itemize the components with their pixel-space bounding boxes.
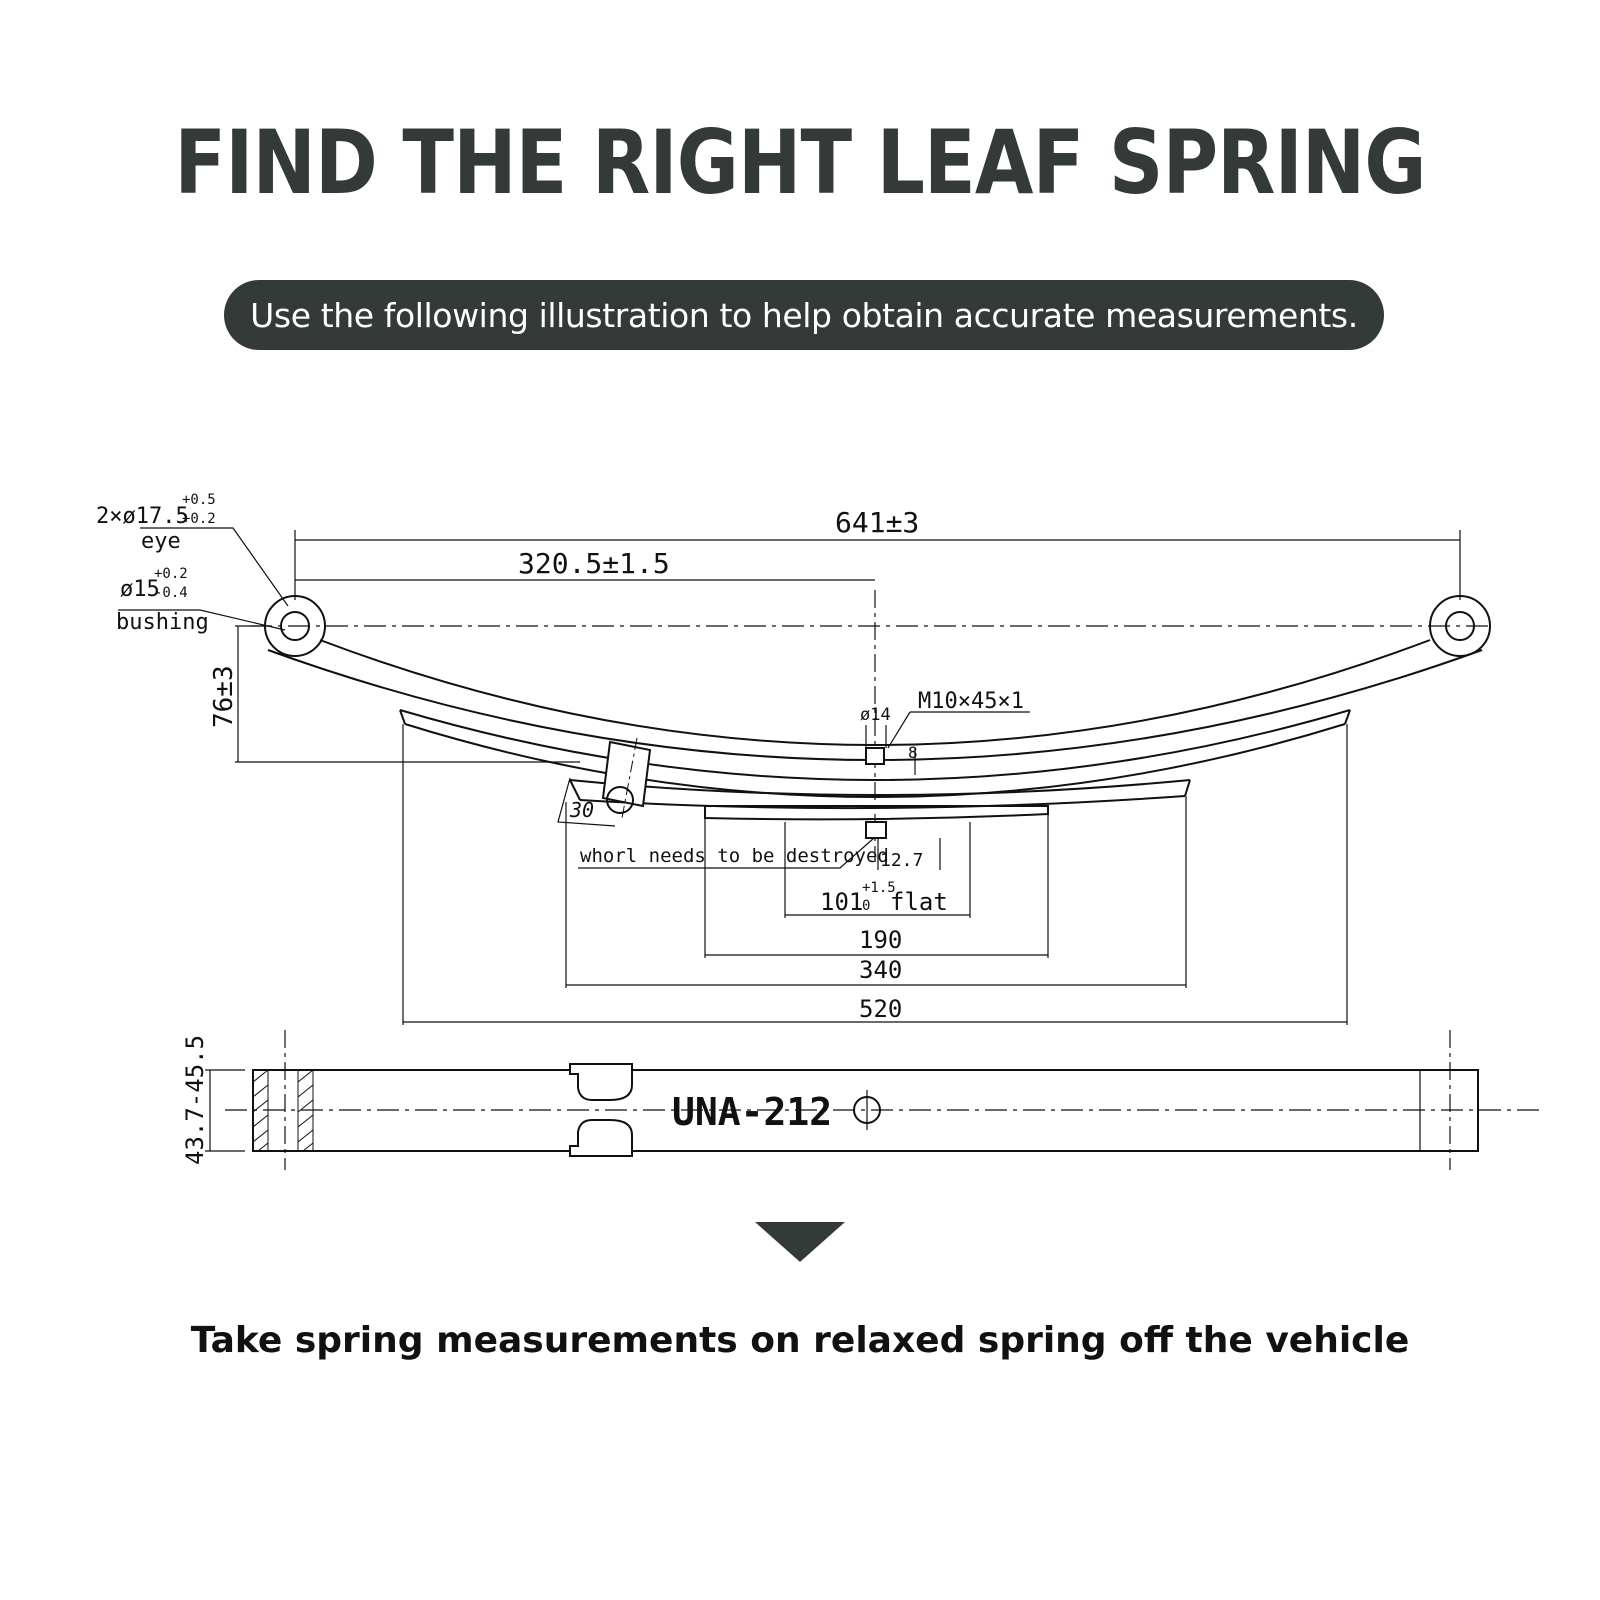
nut-dim-label: 12.7 xyxy=(880,850,923,871)
dim-76-label: 76±3 xyxy=(209,665,239,728)
right-eye-inner xyxy=(1445,611,1475,641)
width-range-label: 43.7-45.5 xyxy=(181,1035,209,1165)
subtitle-banner: Use the following illustration to help o… xyxy=(224,280,1384,350)
note-label: whorl needs to be destroyed xyxy=(580,845,889,867)
third-leaf-bottom xyxy=(579,795,1186,810)
eye-leader xyxy=(140,527,289,607)
bushing-word: bushing xyxy=(116,610,209,635)
eye-tol-lower: +0.2 xyxy=(182,511,216,527)
page-title: FIND THE RIGHT LEAF SPRING xyxy=(174,111,1426,214)
dim-641-label: 641±3 xyxy=(835,506,919,539)
center-pad xyxy=(704,805,1049,821)
clip-rivet xyxy=(606,786,634,814)
footer-note: Take spring measurements on relaxed spri… xyxy=(190,1320,1410,1361)
angle-bracket xyxy=(557,777,616,827)
second-leaf-top xyxy=(399,709,1351,781)
angle-label: 30 xyxy=(569,798,594,822)
dim-340-label: 340 xyxy=(859,956,902,984)
bushing-hatch xyxy=(252,1069,314,1152)
bolt-dia-label: ø14 xyxy=(860,705,891,725)
eye-tol-upper: +0.5 xyxy=(182,492,216,508)
flat-tol-upper: +1.5 xyxy=(862,880,896,896)
third-leaf-end-left xyxy=(569,779,581,801)
bolt-spec-label: M10×45×1 xyxy=(918,689,1024,714)
rebound-clip xyxy=(601,740,652,808)
second-leaf-bottom xyxy=(404,723,1346,798)
left-eye-inner xyxy=(280,611,310,641)
part-number-label: UNA-212 xyxy=(672,1090,832,1134)
dim-190-label: 190 xyxy=(859,926,902,954)
eye-dia-label: 2×ø17.5 xyxy=(96,504,189,529)
third-leaf-top xyxy=(569,779,1191,796)
bolt-head xyxy=(865,747,885,765)
eye-word: eye xyxy=(141,529,181,554)
clip-axis xyxy=(621,737,638,819)
top-clip-lower xyxy=(569,1119,633,1157)
dim-520-label: 520 xyxy=(859,995,902,1023)
bushing-tol-upper: +0.2 xyxy=(154,566,188,582)
second-leaf-end-right xyxy=(1344,709,1351,725)
center-nut xyxy=(865,821,887,839)
down-arrow-icon xyxy=(755,1222,845,1262)
bushing-dia-label: ø15 xyxy=(120,577,160,602)
flat-tol-lower: 0 xyxy=(862,898,870,914)
third-leaf-end-right xyxy=(1184,779,1191,797)
bolt-spec-leader xyxy=(887,711,911,749)
bushing-leader xyxy=(118,609,286,631)
second-leaf-end-left xyxy=(399,709,406,725)
main-leaf-top xyxy=(319,639,1431,746)
bolt-small-label: 8 xyxy=(908,743,918,762)
note-leader xyxy=(578,837,875,869)
flat-word: flat xyxy=(890,888,948,916)
subtitle-text: Use the following illustration to help o… xyxy=(250,295,1358,335)
flat-value: 101 xyxy=(820,888,863,916)
bushing-tol-lower: -0.4 xyxy=(154,585,188,601)
top-clip-upper xyxy=(569,1063,633,1101)
dim-320-label: 320.5±1.5 xyxy=(518,547,670,580)
